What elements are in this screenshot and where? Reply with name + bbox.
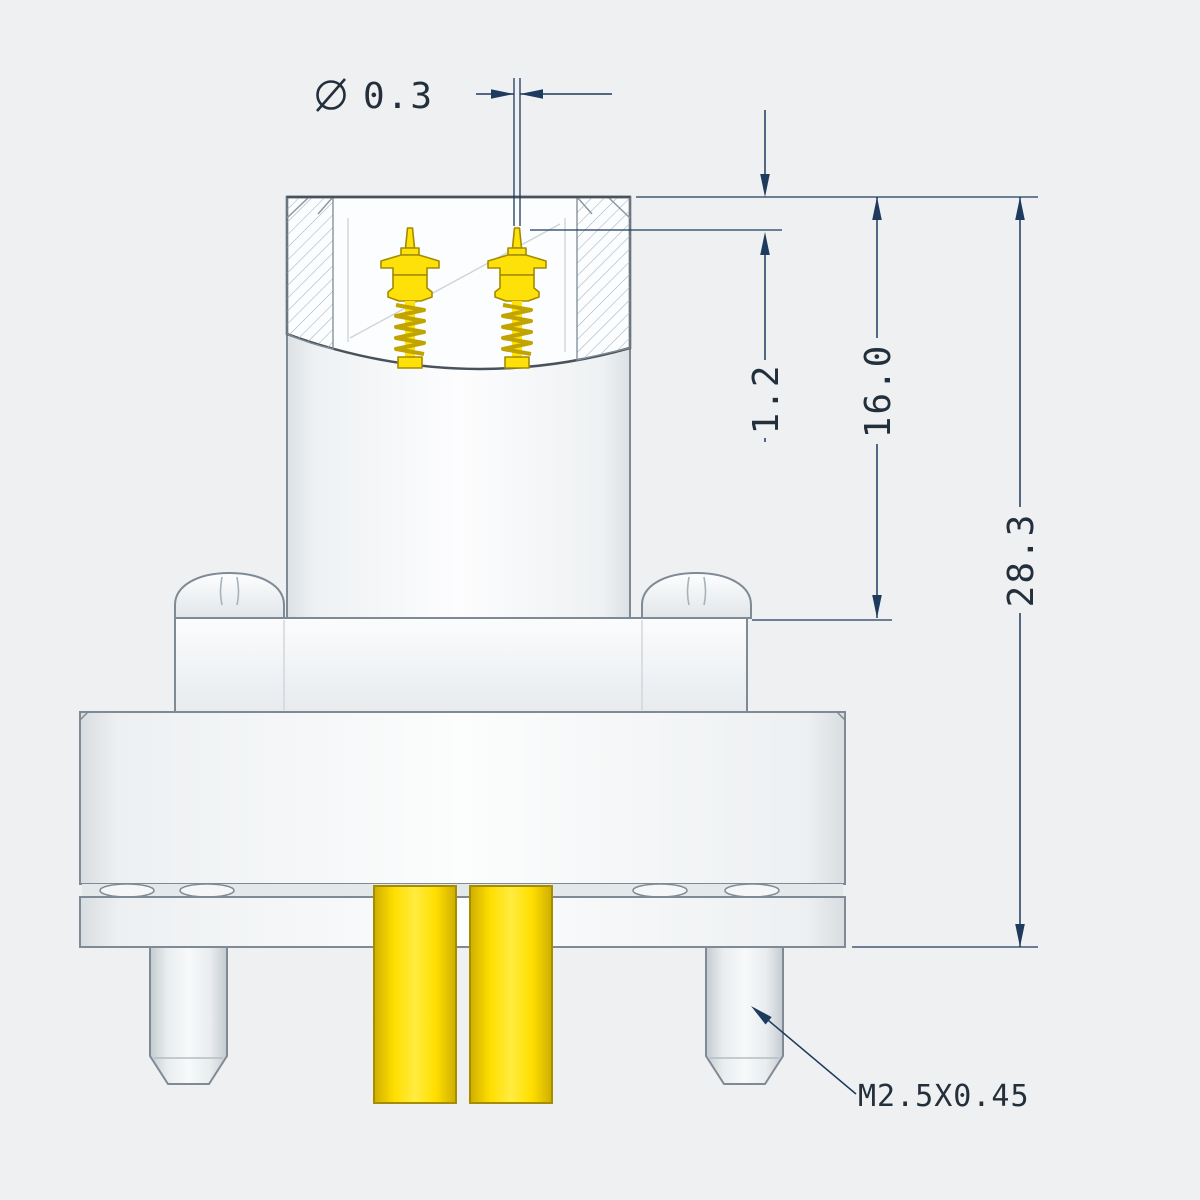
washer [99,883,155,898]
section-hatch-left-wall [286,196,334,350]
thread-callout-text: M2.5X0.45 [858,1079,1030,1114]
dim-barrel-height: 16.0 [636,196,1038,621]
flange-screw-head-left [174,571,285,619]
barrel-outer-chamfer-right [607,196,631,219]
connector-base-block [79,711,846,885]
screw-drive-line [236,576,240,606]
solder-pin-left [373,885,457,1104]
washer [179,883,235,898]
diameter-symbol-icon [316,78,346,112]
cavity-chamfer-left [317,196,334,215]
dim-pin-diameter: 0.3 [316,76,612,226]
base-chamfer-left [79,711,89,721]
cavity-reflection-line [349,223,561,339]
mounting-screw-left [149,946,228,1085]
screw-drive-line [219,576,223,606]
barrel-outer-chamfer-left [286,196,310,219]
dim-overall-height: 28.3 [852,197,1042,948]
dim-overall-height-value: 28.3 [1001,513,1042,608]
flange-screw-head-right [641,571,752,619]
dim-text-mask [746,360,784,438]
screw-drive-line [686,576,690,606]
dim-pin-protrusion: 1.2 [530,110,787,442]
dim-pin-diameter-value: 0.3 [363,76,434,117]
dim-pin-protrusion-value: 1.2 [746,363,787,434]
dim-barrel-height-value: 16.0 [858,344,899,439]
dimension-annotations: 0.3 1.2 16.0 28 [316,76,1042,1114]
base-chamfer-right [836,711,846,721]
mounting-flange [174,617,748,713]
washer [632,883,688,898]
washer [724,883,780,898]
dim-text-mask [1001,507,1039,613]
connector-assembly [79,195,846,1104]
base-plate [79,896,846,948]
dim-text-mask [858,338,896,444]
solder-pin-right [469,885,553,1104]
cavity-chamfer-right [576,196,593,215]
thread-callout: M2.5X0.45 [747,1002,1030,1114]
mounting-screw-right [705,946,784,1085]
screw-drive-line [703,576,707,606]
section-hatch-right-wall [576,196,631,361]
